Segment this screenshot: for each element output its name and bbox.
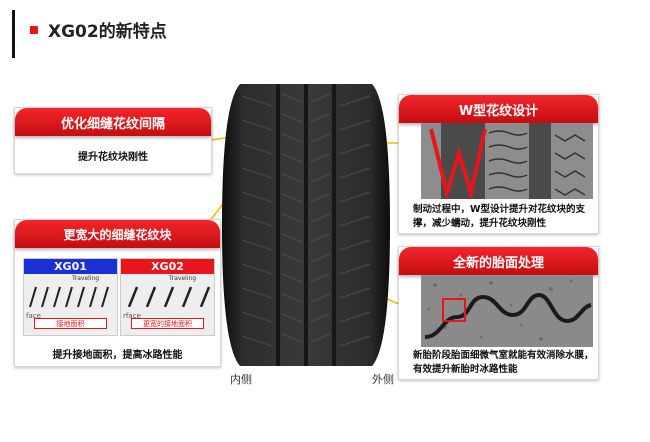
wavy-sipe-line <box>424 292 592 339</box>
w-pattern-photo <box>421 123 593 199</box>
compare-panel-xg01: XG01 Traveling face 接地面积 <box>23 258 118 336</box>
traveling-label-xg01: Traveling <box>72 275 100 282</box>
compare-label-xg02: XG02 <box>121 259 214 274</box>
callout-wider-block-text: 提升接地面积，提高冰路性能 <box>52 350 183 361</box>
callout-sipe-spacing-title: 优化细缝花纹间隔 <box>15 108 211 136</box>
sipe-pattern-xg02 <box>127 286 211 307</box>
compare-panel-xg02: XG02 Traveling rface 更宽的接地面积 <box>120 258 215 336</box>
callout-new-surface-title: 全新的胎面处理 <box>399 247 598 275</box>
title-bullet-icon <box>30 26 38 34</box>
callout-sipe-spacing-text: 提升花纹块刚性 <box>78 152 148 163</box>
page-title: XG02的新特点 <box>48 22 167 42</box>
tire-outer-side-label: 外侧 <box>372 373 394 386</box>
callout-w-pattern-title: W型花纹设计 <box>399 95 598 123</box>
tread-surface-photo <box>421 275 593 347</box>
tire-inner-side-label: 内侧 <box>230 373 252 386</box>
callout-new-surface-text: 新胎阶段胎面细微气室就能有效消除水膜，有效提升新胎时冰路性能 <box>413 350 594 375</box>
w-shape-overlay <box>429 128 487 199</box>
block-comparison: XG01 Traveling face 接地面积 XG02 Traveling … <box>23 258 215 336</box>
callout-wider-block-title: 更宽大的细缝花纹块 <box>15 220 220 248</box>
callout-w-pattern-text: 制动过程中，W型设计提升对花纹块的支撑，减少蠕动，提升花纹块刚性 <box>413 204 585 229</box>
contact-area-xg02: 更宽的接地面积 <box>131 318 204 329</box>
sipe-pattern-xg01 <box>29 286 109 307</box>
callout-w-pattern: W型花纹设计 制动过程中，W型设计提升对花纹块的支撑，减少蠕动，提升花纹块刚性 <box>398 94 599 234</box>
face-label-xg01: face <box>26 312 41 320</box>
callout-wider-block: 更宽大的细缝花纹块 XG01 Traveling face 接地面积 XG02 … <box>14 219 221 367</box>
surface-highlight-box <box>442 298 466 322</box>
tire-tread-image <box>222 84 390 366</box>
callout-new-surface: 全新的胎面处理 新胎阶段胎面细微气室就能有效消除水膜，有效提升新胎时冰路性能 <box>398 246 599 380</box>
traveling-label-xg02: Traveling <box>169 275 197 282</box>
contact-area-xg01: 接地面积 <box>34 318 107 329</box>
callout-sipe-spacing: 优化细缝花纹间隔 提升花纹块刚性 <box>14 107 212 174</box>
title-accent-bar <box>12 10 15 58</box>
compare-label-xg01: XG01 <box>24 259 117 274</box>
face-label-xg02: rface <box>123 312 141 320</box>
